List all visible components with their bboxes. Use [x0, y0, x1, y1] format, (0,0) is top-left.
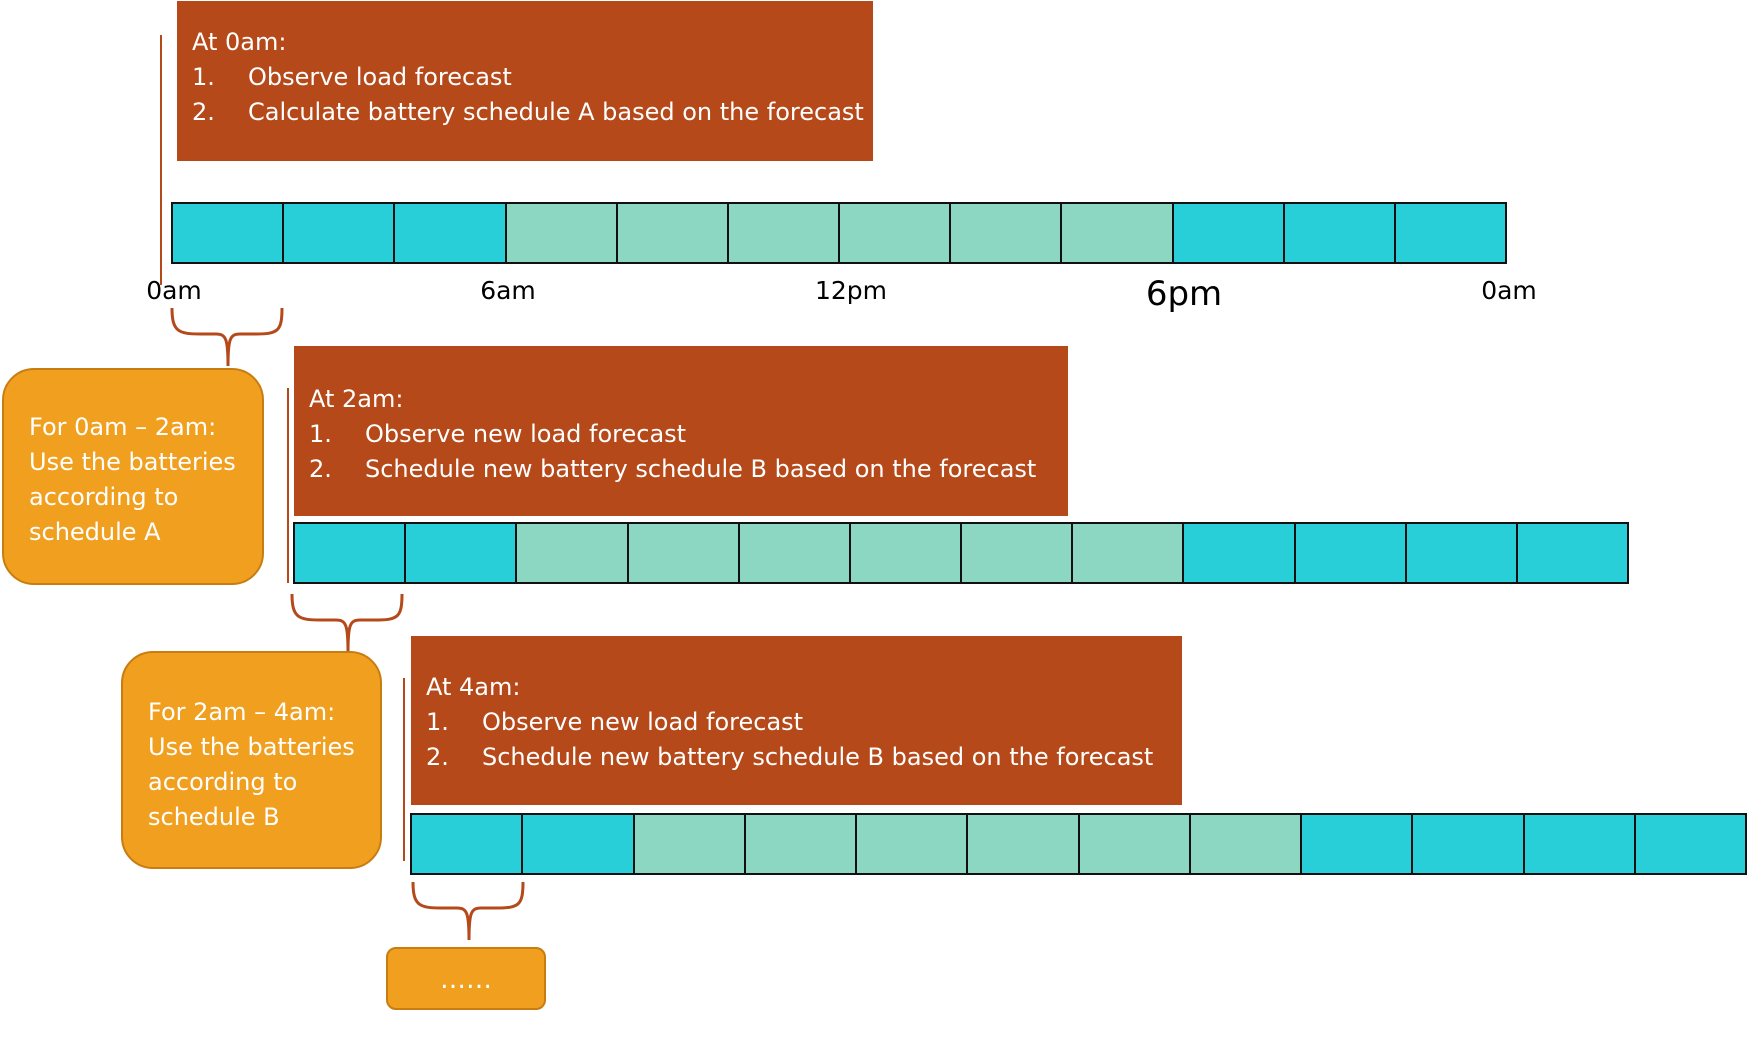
timeline-slot-mid: [1073, 524, 1185, 582]
timeline-slot-battery: [1302, 815, 1414, 873]
step-header: At 0am:: [192, 28, 287, 56]
timeline-slot-mid: [962, 524, 1074, 582]
brace-row-1: [170, 307, 284, 367]
step-number: 2.: [426, 743, 449, 771]
timeline-slot-mid: [628, 524, 740, 582]
step-item: 2. Schedule new battery schedule B based …: [309, 452, 1068, 487]
timeline-slot-battery: [1184, 524, 1296, 582]
step-item: 1. Observe load forecast: [192, 60, 873, 95]
timeline-slot-mid: [1062, 204, 1174, 262]
step-text: Observe new load forecast: [482, 708, 804, 736]
step-box-4am: At 4am: 1. Observe new load forecast 2. Sc…: [411, 636, 1182, 805]
step-text: Schedule new battery schedule B based on…: [365, 455, 1037, 483]
timeline-slot-mid: [1079, 815, 1191, 873]
step-number: 2.: [309, 455, 332, 483]
timeline-row-1: [171, 202, 1507, 264]
timeline-slot-mid: [1190, 815, 1302, 873]
timeline-slot-mid: [745, 815, 857, 873]
note-ellipsis: ……: [386, 947, 546, 1010]
timeline-row-3: [410, 813, 1747, 875]
brace-row-2: [290, 593, 404, 653]
step-box-2am: At 2am: 1. Observe new load forecast 2. Sc…: [294, 346, 1068, 516]
timeline-slot-battery: [173, 204, 285, 262]
timeline-slot-battery: [1406, 524, 1518, 582]
note-line: For 2am – 4am:: [148, 698, 336, 726]
timeline-row-2: [293, 522, 1629, 584]
brace-row-3: [411, 881, 525, 941]
step-item: 2. Calculate battery schedule A based on …: [192, 95, 873, 130]
connector-line-row-2: [287, 388, 289, 583]
timeline-slot-battery: [1517, 524, 1628, 582]
note-line: For 0am – 2am:: [29, 413, 217, 441]
axis-tick-0am-end: 0am: [1481, 276, 1537, 305]
step-item: 1. Observe new load forecast: [426, 705, 1182, 740]
connector-line-row-1: [160, 35, 162, 285]
step-header: At 4am:: [426, 673, 521, 701]
timeline-slot-mid: [517, 524, 629, 582]
step-header: At 2am:: [309, 385, 404, 413]
step-number: 2.: [192, 98, 215, 126]
note-ellipsis-text: ……: [440, 965, 492, 995]
step-number: 1.: [309, 420, 332, 448]
timeline-slot-mid: [739, 524, 851, 582]
timeline-slot-battery: [284, 204, 396, 262]
step-item: 2. Schedule new battery schedule B based …: [426, 740, 1182, 775]
axis-tick-6pm: 6pm: [1145, 274, 1223, 314]
note-line: according to: [148, 768, 298, 796]
timeline-slot-battery: [1395, 204, 1506, 262]
step-text: Observe new load forecast: [365, 420, 687, 448]
step-list: 1. Observe load forecast 2. Calculate batt…: [192, 60, 873, 130]
timeline-slot-mid: [857, 815, 969, 873]
timeline-slot-mid: [617, 204, 729, 262]
timeline-slot-mid: [850, 524, 963, 582]
timeline-slot-battery: [1173, 204, 1285, 262]
step-list: 1. Observe new load forecast 2. Schedule n…: [309, 417, 1068, 487]
note-2am-4am: For 2am – 4am: Use the batteries accordi…: [121, 651, 382, 869]
step-text: Calculate battery schedule A based on th…: [248, 98, 864, 126]
note-line: according to: [29, 483, 179, 511]
timeline-slot-mid: [968, 815, 1080, 873]
timeline-slot-battery: [295, 524, 407, 582]
timeline-slot-battery: [406, 524, 518, 582]
step-number: 1.: [426, 708, 449, 736]
timeline-slot-battery: [395, 204, 507, 262]
timeline-slot-battery: [1295, 524, 1407, 582]
axis-tick-12pm: 12pm: [814, 276, 888, 305]
timeline-slot-battery: [1635, 815, 1745, 873]
axis-tick-6am: 6am: [480, 276, 536, 305]
timeline-slot-mid: [506, 204, 618, 262]
timeline-slot-battery: [1524, 815, 1636, 873]
step-box-0am: At 0am: 1. Observe load forecast 2. Calcul…: [177, 1, 873, 161]
step-text: Schedule new battery schedule B based on…: [482, 743, 1154, 771]
timeline-slot-mid: [840, 204, 952, 262]
step-text: Observe load forecast: [248, 63, 512, 91]
timeline-slot-mid: [951, 204, 1063, 262]
axis-tick-0am: 0am: [146, 276, 202, 305]
timeline-slot-mid: [728, 204, 841, 262]
note-0am-2am: For 0am – 2am: Use the batteries accordi…: [2, 368, 264, 585]
timeline-slot-battery: [523, 815, 635, 873]
timeline-slot-battery: [1284, 204, 1396, 262]
note-line: Use the batteries: [29, 448, 236, 476]
step-list: 1. Observe new load forecast 2. Schedule n…: [426, 705, 1182, 775]
note-line: Use the batteries: [148, 733, 355, 761]
timeline-slot-mid: [634, 815, 746, 873]
step-number: 1.: [192, 63, 215, 91]
note-line: schedule A: [29, 518, 161, 546]
step-item: 1. Observe new load forecast: [309, 417, 1068, 452]
note-line: schedule B: [148, 803, 280, 831]
timeline-slot-battery: [412, 815, 524, 873]
connector-line-row-3: [403, 678, 405, 861]
timeline-slot-battery: [1413, 815, 1525, 873]
